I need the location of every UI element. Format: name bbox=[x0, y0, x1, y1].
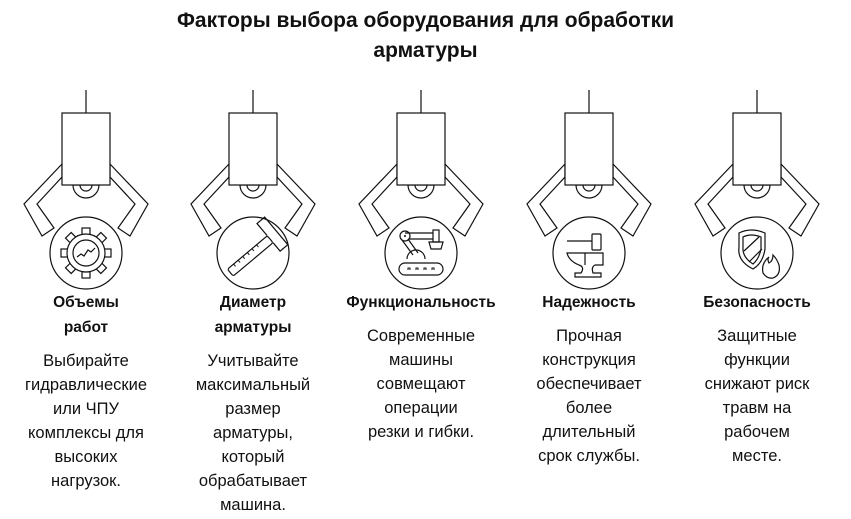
factor-description: Выбирайте гидравлические или ЧПУ комплек… bbox=[24, 352, 148, 490]
factor-card: Диаметр арматуры Учитывайте максимальный… bbox=[169, 88, 337, 517]
shield-fire-icon bbox=[738, 229, 780, 279]
factor-title: Диаметр арматуры bbox=[214, 294, 292, 336]
factor-title: Надежность bbox=[542, 294, 636, 311]
factor-description: Прочная конструкция обеспечивает более д… bbox=[536, 327, 642, 465]
gear-chart-icon bbox=[60, 227, 112, 279]
factor-card: Функциональность Современные машины совм… bbox=[337, 88, 505, 444]
gripper-icon bbox=[526, 90, 652, 290]
gripper-icon bbox=[694, 90, 820, 290]
gripper-icon bbox=[358, 90, 484, 290]
factor-card: Надежность Прочная конструкция обеспечив… bbox=[505, 88, 673, 468]
factor-description: Защитные функции снижают риск травм на р… bbox=[704, 327, 810, 465]
gripper-icon bbox=[23, 90, 149, 290]
ruler-square-icon bbox=[227, 216, 289, 276]
factor-description: Учитывайте максимальный размер арматуры,… bbox=[195, 352, 311, 514]
factor-title: Безопасность bbox=[703, 294, 811, 311]
page-title: Факторы выбора оборудования для обработк… bbox=[176, 9, 675, 62]
hammer-anvil-icon bbox=[566, 233, 604, 278]
robot-arm-conveyor-icon bbox=[398, 229, 444, 276]
factor-title: Объемы работ bbox=[53, 294, 119, 336]
factor-card: Безопасность Защитные функции снижают ри… bbox=[673, 88, 841, 468]
gripper-icon bbox=[190, 90, 316, 290]
factor-description: Современные машины совмещают операции ре… bbox=[367, 327, 475, 441]
factor-title: Функциональность bbox=[346, 294, 496, 311]
factor-card: Объемы работ Выбирайте гидравлические ил… bbox=[2, 88, 170, 493]
